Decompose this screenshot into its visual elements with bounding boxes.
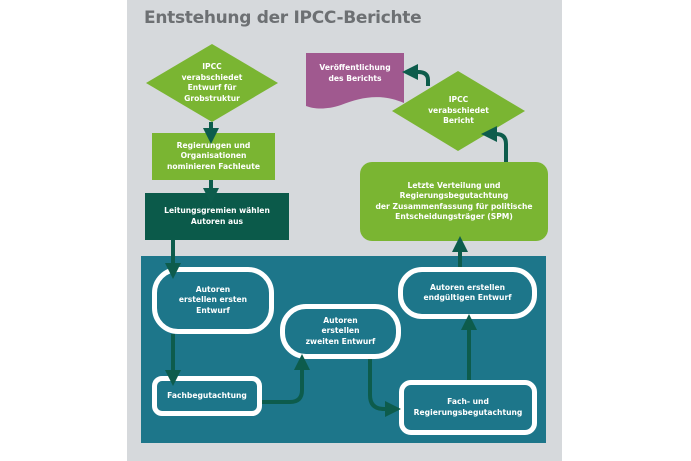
arrow — [368, 359, 401, 417]
node-ipcc-bericht: IPCC verabschiedet Bericht — [392, 71, 525, 151]
node-fach-regierung: Fach- und Regierungsbegutachtung — [399, 380, 537, 435]
node-label: Veröffentlichung des Berichts — [319, 63, 391, 83]
node-fachbegutachtung: Fachbegutachtung — [152, 376, 262, 416]
arrow — [402, 64, 430, 86]
node-label: IPCC verabschiedet Entwurf für Grobstruk… — [181, 62, 243, 103]
arrow — [481, 126, 508, 162]
node-letzte-verteilung: Letzte Verteilung und Regierungsbegutach… — [360, 162, 548, 241]
arrow — [262, 354, 310, 404]
node-ipcc-grobstruktur: IPCC verabschiedet Entwurf für Grobstruk… — [146, 44, 278, 122]
node-veroeffentlichung: Veröffentlichung des Berichts — [306, 53, 404, 109]
page-title: Entstehung der IPCC-Berichte — [144, 8, 422, 28]
node-zweiter-entwurf: Autoren erstellen zweiten Entwurf — [280, 304, 401, 359]
node-label: IPCC verabschiedet Bericht — [428, 95, 489, 126]
